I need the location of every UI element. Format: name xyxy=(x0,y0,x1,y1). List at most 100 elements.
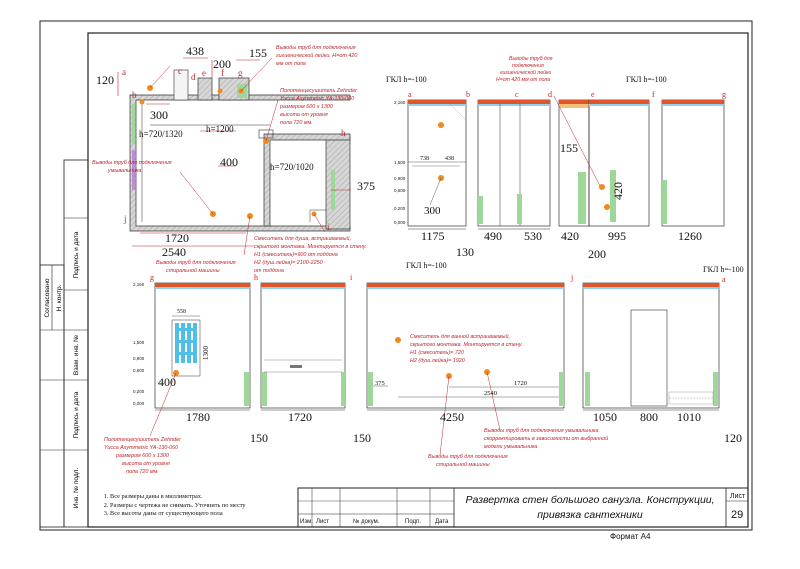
top-dim-1175: 1175 xyxy=(421,229,445,243)
bottom-level-5: 0,200 xyxy=(133,389,145,394)
top-letter-e: e xyxy=(591,90,595,99)
top-letter-g: g xyxy=(722,90,726,99)
floor-plan: 120 438 200 155 300 h=720/1320 h=1200 40… xyxy=(92,44,375,274)
bottom-dim-800: 800 xyxy=(640,410,658,424)
top-letter-c: c xyxy=(515,90,519,99)
top-gkl-mid: ГКЛ h=-100 xyxy=(626,75,667,84)
top-letter-b: b xyxy=(466,90,470,99)
bottom-dim-150b: 150 xyxy=(353,431,371,445)
tb-date: Дата xyxy=(435,519,449,525)
tb-izm: Изм. xyxy=(300,519,313,525)
plan-letter-d: d xyxy=(191,72,196,82)
bottom-level-4: 0,600 xyxy=(133,368,145,373)
tb-title-line2: привязка сантехники xyxy=(537,509,643,521)
top-level-2: 1,500 xyxy=(394,160,406,165)
top-letter-f: f xyxy=(652,90,655,99)
bottom-letter-j: j xyxy=(570,273,573,282)
tb-doc: № докум. xyxy=(353,518,380,525)
bottom-dim-4250: 4250 xyxy=(440,410,464,424)
bottom-dim-1300: 1300 xyxy=(202,346,210,361)
bottom-dim-558: 558 xyxy=(177,309,186,315)
stamp-agreed: Согласовано xyxy=(44,278,51,317)
plan-letter-e: e xyxy=(202,68,206,78)
bottom-letter-a: a xyxy=(722,275,726,284)
note-1: Все размеры даны в миллиметрах. xyxy=(110,493,310,502)
bottom-letter-g: g xyxy=(150,273,154,282)
plan-note-zehnder: Полотенцесушитель Zehnder Yucca Asymmetr… xyxy=(279,88,358,126)
tb-sign: Подп. xyxy=(405,519,421,525)
bottom-note-washer: Выводы труб для подключения стиральной м… xyxy=(428,454,509,468)
stamp-sign-date-1: Подпись и дата xyxy=(73,391,80,438)
plan-note-hygienic: Выводы труб для подключения гигиеническо… xyxy=(276,45,359,67)
top-level-1: 2,160 xyxy=(394,100,406,105)
bottom-level-1: 2,160 xyxy=(133,282,145,287)
side-stamp: Согласовано Н. контр. Взам. инв. № Подпи… xyxy=(39,159,89,528)
top-dim-490: 490 xyxy=(484,229,502,243)
dim-120: 120 xyxy=(96,73,114,87)
stamp-inv-orig: Инв. № подл. xyxy=(73,468,80,509)
dim-400: 400 xyxy=(220,155,238,169)
dim-155: 155 xyxy=(249,46,267,60)
bottom-gkl-a: ГКЛ h=-100 xyxy=(703,265,744,274)
top-letter-d: d xyxy=(548,90,552,99)
top-dim-995: 995 xyxy=(608,229,626,243)
tb-format: Формат А4 xyxy=(610,532,651,541)
dim-h720-1320: h=720/1320 xyxy=(139,129,183,139)
plan-letter-g: g xyxy=(238,68,243,78)
note-2: Размеры с чертежа не снимать. Уточнить п… xyxy=(110,502,310,511)
top-level-5: 0,200 xyxy=(394,206,406,211)
top-elevations: Выводы труб для подключения гигиеническо… xyxy=(386,56,726,261)
top-level-3: 0,900 xyxy=(394,176,406,181)
top-dim-738: 738 xyxy=(420,156,429,162)
stamp-sign-date-2: Подпись и дата xyxy=(73,231,80,278)
bottom-dim-375: 375 xyxy=(375,380,385,387)
tb-list: Лист xyxy=(316,519,329,525)
bottom-gkl-i: ГКЛ h=-100 xyxy=(406,261,447,270)
bottom-elevations: ГКЛ h=-100 ГКЛ h=-100 g h i j a 2,160 1,… xyxy=(104,261,744,475)
top-dim-530: 530 xyxy=(524,229,542,243)
plan-letter-b: b xyxy=(132,90,137,100)
bottom-dim-1010: 1010 xyxy=(677,410,701,424)
tb-sheet-label: Лист xyxy=(730,493,746,500)
bottom-dim-1720: 1720 xyxy=(288,410,312,424)
bottom-level-2: 1,500 xyxy=(133,340,145,345)
dim-1720: 1720 xyxy=(165,231,189,245)
bottom-dim-120: 120 xyxy=(724,431,742,445)
general-notes: Все размеры даны в миллиметрах. Размеры … xyxy=(96,493,310,519)
bottom-note-bath-mixer: Смеситель для ванной встраиваемый, скрыт… xyxy=(410,333,524,364)
bottom-dim-1720b: 1720 xyxy=(514,380,527,387)
top-letter-a: a xyxy=(408,90,412,99)
plan-letter-j: j xyxy=(123,214,127,224)
tb-title-line1: Развертка стен большого санузла. Констру… xyxy=(465,494,714,506)
bottom-dim-400: 400 xyxy=(158,375,176,389)
bottom-level-6: 0,000 xyxy=(133,401,145,406)
dim-200: 200 xyxy=(213,57,231,71)
stamp-inv-replace: Взам. инв. № xyxy=(73,335,80,375)
top-dim-155: 155 xyxy=(560,141,578,155)
title-block: Изм. Лист № докум. Подп. Дата Развертка … xyxy=(297,487,749,541)
plan-note-washer: Выводы труб для подключения стиральной м… xyxy=(156,260,237,274)
top-gkl-left: ГКЛ h=-100 xyxy=(386,75,427,84)
bottom-dim-150a: 150 xyxy=(250,431,268,445)
bottom-dim-1780: 1780 xyxy=(186,410,210,424)
top-level-6: 0,000 xyxy=(394,220,406,225)
bottom-letter-h: h xyxy=(254,273,258,282)
note-3: Все высоты даны от существующего пола xyxy=(110,510,310,519)
plan-letter-f: f xyxy=(221,68,224,78)
top-dim-300: 300 xyxy=(424,205,441,217)
plan-letter-i: i xyxy=(327,222,330,232)
plan-note-shower-mixer: Смеситель для душа, встраиваемый, скрыто… xyxy=(254,235,368,274)
dim-300: 300 xyxy=(150,108,168,122)
dim-h1200: h=1200 xyxy=(206,124,234,134)
bottom-level-3: 0,900 xyxy=(133,356,145,361)
bottom-note-zehnder: Полотенцесушитель Zehnder Yucca Asymmetr… xyxy=(104,437,182,475)
dim-h720-1020: h=720/1020 xyxy=(270,162,314,172)
dim-2540: 2540 xyxy=(162,245,186,259)
plan-letter-c: c xyxy=(178,66,182,76)
top-dim-1260: 1260 xyxy=(678,229,702,243)
top-dim-130: 130 xyxy=(456,245,474,259)
top-dim-420v: 420 xyxy=(611,182,625,200)
plan-letter-h: h xyxy=(341,128,346,138)
zehnder-radiator xyxy=(171,319,201,377)
